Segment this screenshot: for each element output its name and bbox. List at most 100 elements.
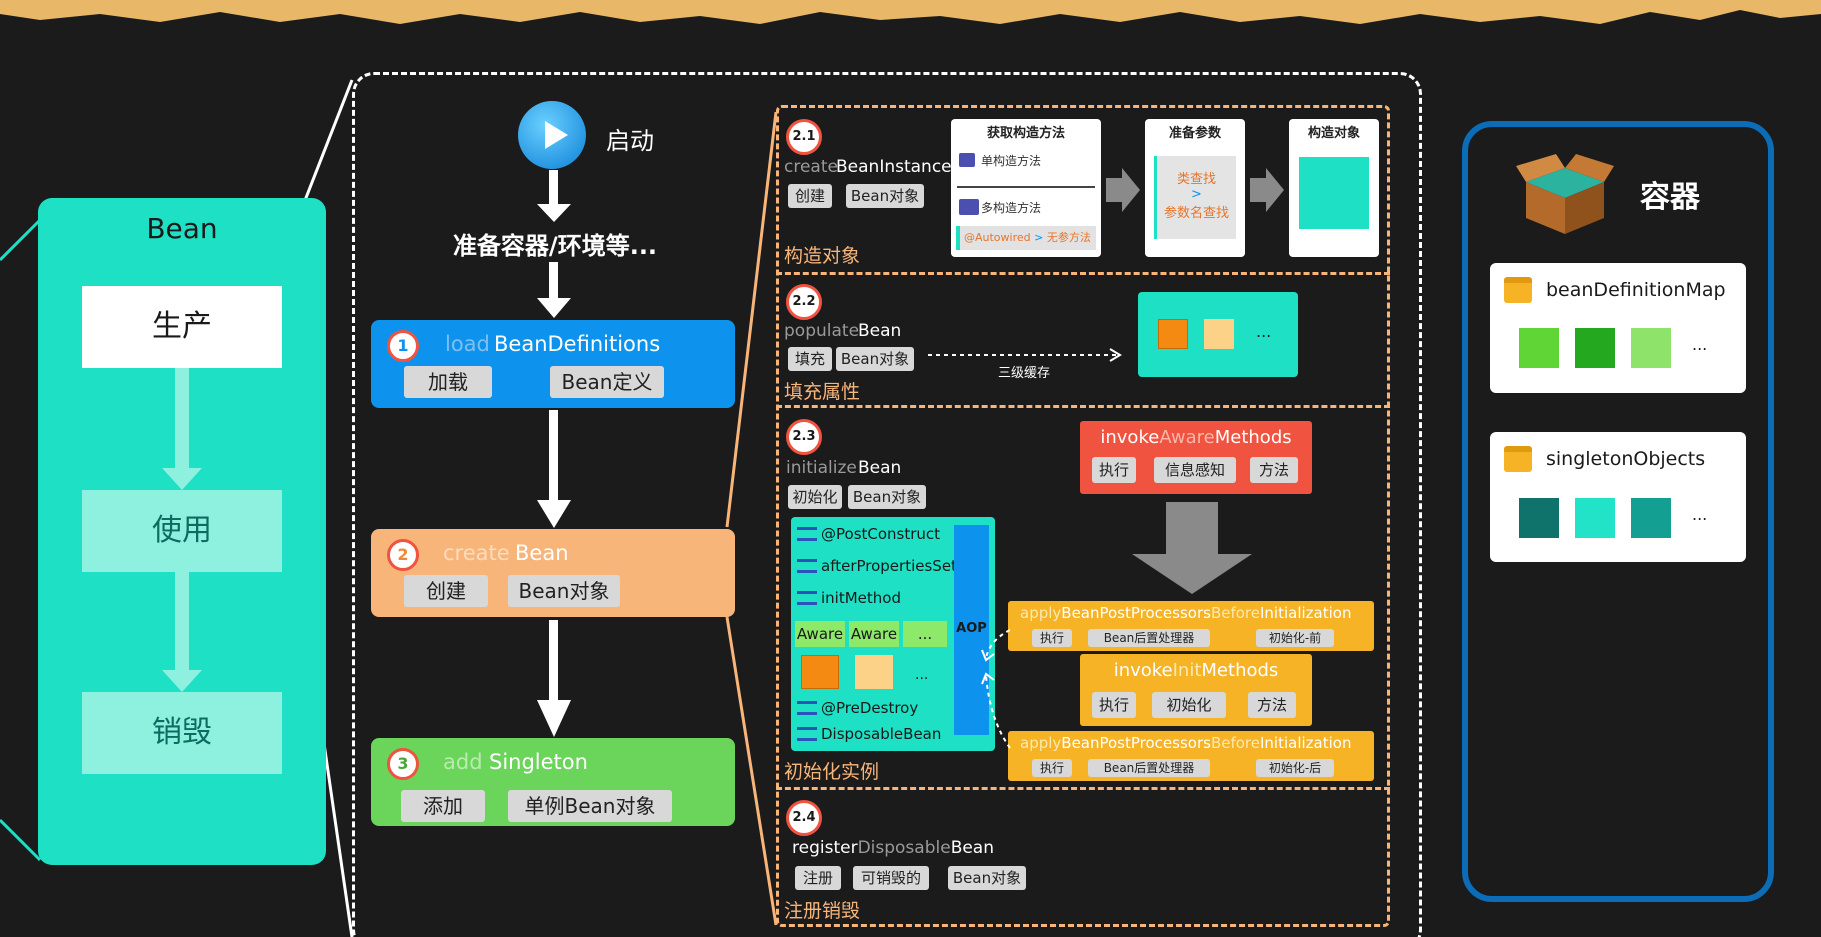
title-part: Methods: [1201, 660, 1279, 681]
tag: 加载: [404, 366, 492, 398]
card-prepare-params: 准备参数 类查找 > 参数名查找: [1145, 119, 1245, 257]
map-name: beanDefinitionMap: [1546, 279, 1726, 301]
method-main: Bean: [858, 458, 902, 478]
tag: Bean对象: [846, 184, 924, 208]
invoke-aware-methods: invokeAwareMethods 执行 信息感知 方法: [1080, 421, 1312, 494]
multi-constructor-label: 多构造方法: [981, 201, 1042, 215]
ellipsis: ...: [915, 667, 929, 683]
map-entry: [1631, 498, 1671, 538]
list-item: afterPropertiesSet: [821, 557, 957, 575]
init-box: @PostConstruct afterPropertiesSet initMe…: [791, 517, 995, 751]
autowired-label: @Autowired: [964, 231, 1031, 244]
detail-frame: [776, 105, 1390, 927]
step-number-badge: 1: [387, 330, 419, 362]
tag: 初始化-后: [1256, 759, 1334, 777]
cache-label: 三级缓存: [998, 366, 1051, 381]
bpp-before: applyBeanPostProcessorsBeforeInitializat…: [1008, 601, 1374, 651]
step-main: BeanDefinitions: [494, 332, 661, 356]
method-title: invokeAwareMethods: [1080, 427, 1312, 448]
method-prefix: register: [792, 838, 858, 858]
lookup-box: 类查找 > 参数名查找: [1154, 156, 1236, 239]
step-main: Bean: [515, 541, 569, 565]
type-lookup: 类查找: [1176, 172, 1216, 187]
card-title: 获取构造方法: [986, 126, 1065, 141]
divider-1: [776, 272, 1390, 275]
ellipsis: ...: [1692, 335, 1708, 354]
orange-block: [1158, 319, 1188, 349]
map-card-bean-definition: beanDefinitionMap ...: [1490, 263, 1746, 393]
tag: 初始化: [788, 485, 842, 509]
tag: 创建: [788, 184, 832, 208]
tag: 添加: [401, 790, 485, 822]
list-icon: [797, 701, 817, 715]
step-number-badge: 2: [387, 539, 419, 571]
play-icon: [518, 101, 586, 169]
map-entry: [1575, 328, 1615, 368]
tag: 单例Bean对象: [508, 790, 672, 822]
light-orange-block: [855, 655, 893, 689]
aop-bar: AOP: [954, 525, 989, 735]
title-part: Init: [1172, 660, 1202, 681]
title-part: apply: [1020, 604, 1062, 622]
section-number-badge: 2.2: [786, 284, 822, 320]
title-part: Methods: [1214, 427, 1292, 448]
step-prefix: add: [443, 750, 483, 774]
constructor-icon: [959, 153, 975, 167]
method-prefix: populate: [784, 321, 860, 341]
constructors-icon: [959, 199, 979, 215]
method-title: applyBeanPostProcessorsBeforeInitializat…: [1020, 604, 1351, 622]
card-divider: [957, 186, 1095, 188]
invoke-init-methods: invokeInitMethods 执行 初始化 方法: [1080, 654, 1312, 726]
torn-paper-edge: [0, 0, 1821, 24]
method-main: Bean: [950, 838, 995, 858]
method-main: Bean: [858, 321, 902, 341]
aop-dashed-arrows: [981, 629, 1011, 749]
section-number-badge: 2.4: [786, 800, 822, 836]
tag: 初始化-前: [1256, 629, 1334, 647]
aware-chip: Aware: [795, 621, 845, 647]
list-item: initMethod: [821, 589, 901, 607]
tag: 初始化: [1152, 692, 1226, 718]
bpp-after: applyBeanPostProcessorsBeforeInitializat…: [1008, 731, 1374, 781]
tag: Bean对象: [836, 347, 914, 371]
step-prefix: create: [443, 541, 510, 565]
orange-block: [801, 655, 839, 689]
method-title: invokeInitMethods: [1080, 660, 1312, 681]
tag: Bean定义: [550, 366, 664, 398]
map-entry: [1519, 498, 1559, 538]
ellipsis: ...: [1256, 322, 1272, 341]
title-part: Initialization: [1260, 604, 1352, 622]
prepare-label: 准备容器/环境等...: [452, 232, 658, 260]
single-constructor-label: 单构造方法: [981, 154, 1042, 168]
step-add-singleton: 3 add Singleton 添加 单例Bean对象: [371, 738, 735, 826]
step-load-bean-definitions: 1 load BeanDefinitions 加载 Bean定义: [371, 320, 735, 408]
method-main: BeanInstance: [836, 157, 952, 177]
light-orange-block: [1204, 319, 1234, 349]
container-title: 容器: [1640, 180, 1700, 215]
map-entry: [1575, 498, 1615, 538]
method-title: applyBeanPostProcessorsBeforeInitializat…: [1020, 734, 1351, 752]
big-down-arrow: [1132, 502, 1252, 594]
folder-icon: [1504, 446, 1532, 472]
lifecycle-use: 使用: [82, 490, 282, 572]
list-item: @PostConstruct: [821, 525, 941, 543]
tag: Bean对象: [948, 866, 1026, 890]
footer-sep: >: [1030, 231, 1047, 244]
tag: 可销毁的: [853, 866, 929, 890]
step-create-bean: 2 create Bean 创建 Bean对象: [371, 529, 735, 617]
object-block: [1299, 157, 1369, 229]
title-part: BeanPostProcessors: [1061, 604, 1211, 622]
title-part: Aware: [1159, 427, 1215, 448]
title-part: Before: [1210, 734, 1260, 752]
tag: 方法: [1248, 692, 1296, 718]
card-title: 构造对象: [1307, 126, 1360, 141]
method-mid: Disposable: [857, 838, 951, 858]
section-caption: 初始化实例: [784, 761, 880, 783]
tag: Bean后置处理器: [1088, 759, 1210, 777]
section-caption: 构造对象: [784, 245, 861, 267]
tag: 信息感知: [1154, 457, 1236, 483]
dashed-arrow: [928, 348, 1122, 362]
tag: 填充: [788, 347, 832, 371]
ellipsis: ...: [1692, 505, 1708, 524]
